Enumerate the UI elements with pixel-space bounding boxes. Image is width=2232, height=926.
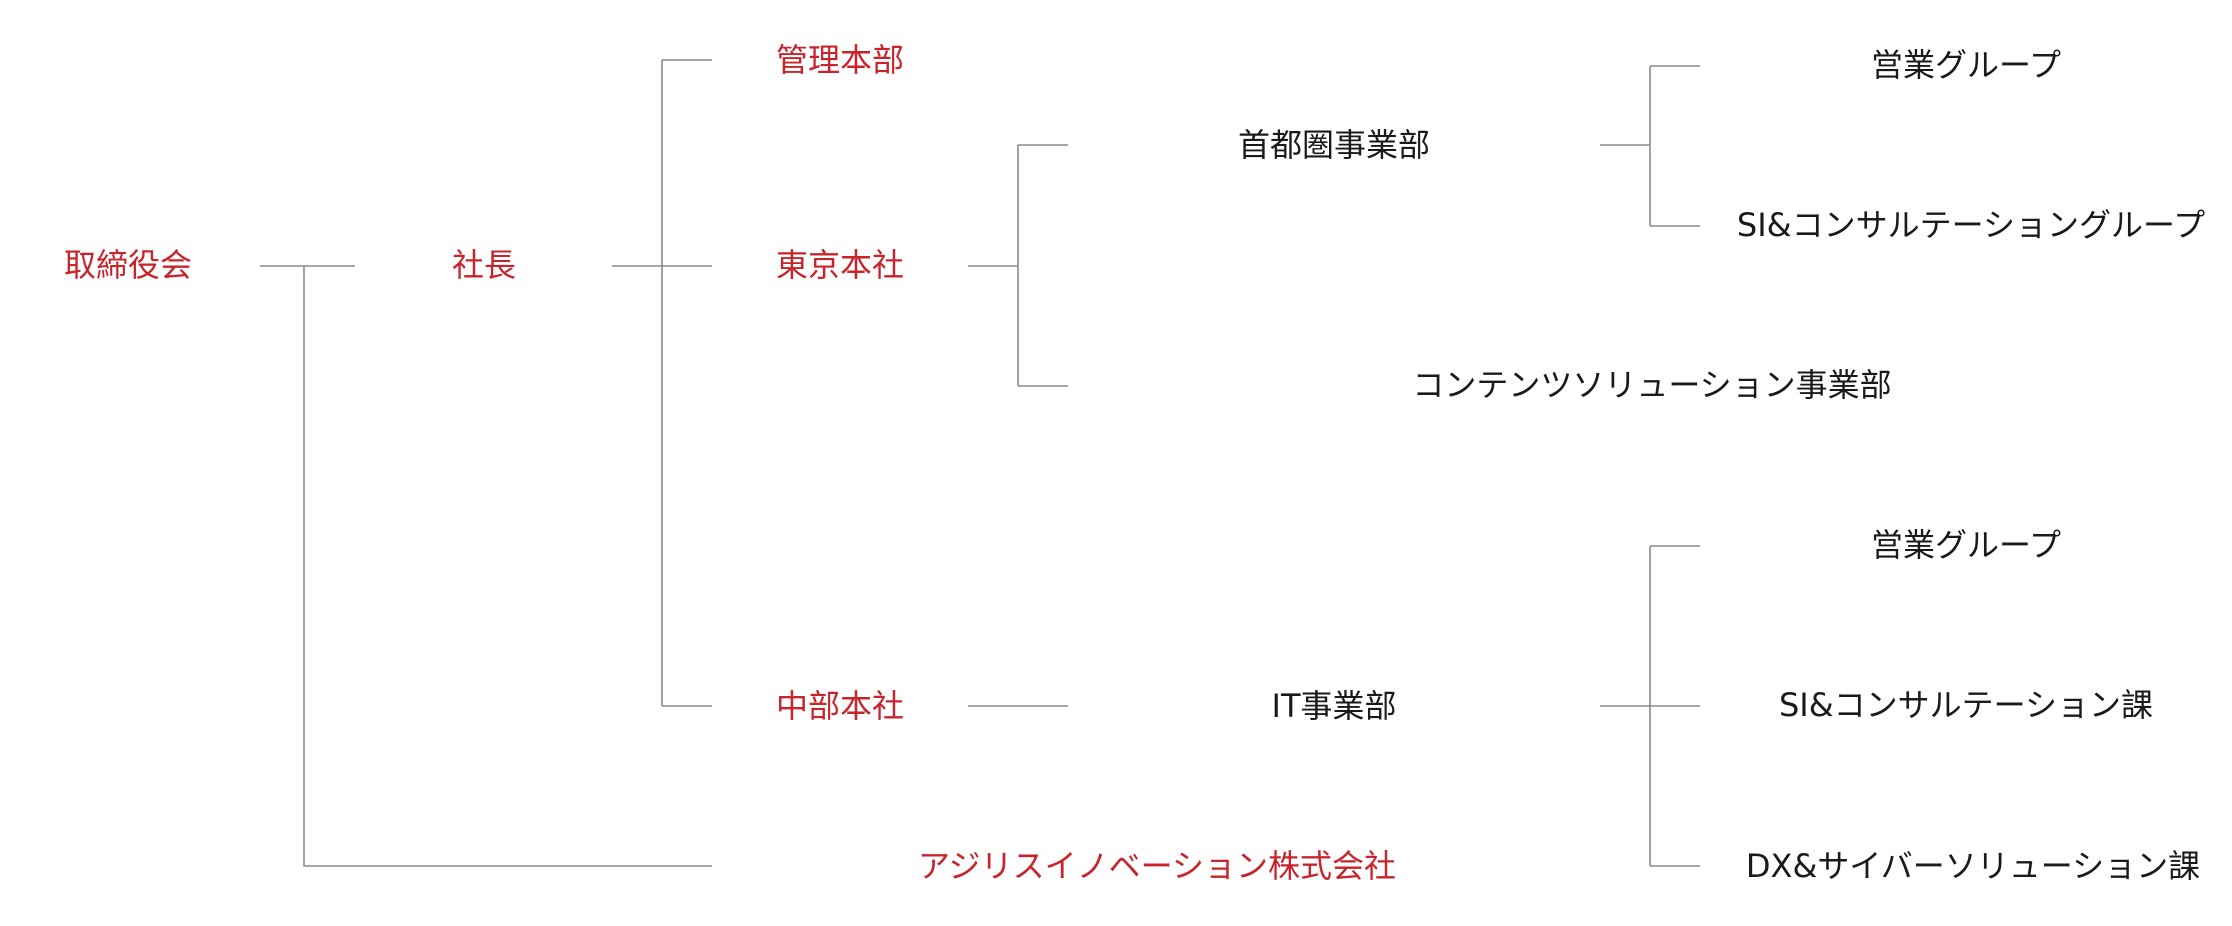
node-board: 取締役会 — [64, 246, 192, 284]
node-chubu-hq: 中部本社 — [776, 687, 904, 725]
node-admin-hq: 管理本部 — [776, 41, 904, 79]
node-it-sales-group: 営業グループ — [1871, 526, 2061, 564]
node-president: 社長 — [452, 246, 516, 284]
node-metro-sales-group: 営業グループ — [1871, 46, 2061, 84]
node-it-si-section: SI&コンサルテーション課 — [1779, 686, 2153, 724]
node-it-division: IT事業部 — [1272, 687, 1397, 725]
node-contents-division: コンテンツソリューション事業部 — [1412, 366, 1891, 404]
node-metro-si-group: SI&コンサルテーショングループ — [1737, 206, 2205, 244]
node-tokyo-hq: 東京本社 — [776, 246, 904, 284]
node-metro-division: 首都圏事業部 — [1238, 126, 1430, 164]
connectors — [260, 59, 1700, 867]
node-it-dx-section: DX&サイバーソリューション課 — [1746, 847, 2200, 885]
connector-board-subsidiary — [303, 266, 712, 867]
node-subsidiary: アジリスイノベーション株式会社 — [918, 847, 1396, 885]
node-labels: 取締役会 社長 管理本部 東京本社 中部本社 アジリスイノベーション株式会社 首… — [64, 41, 2205, 885]
